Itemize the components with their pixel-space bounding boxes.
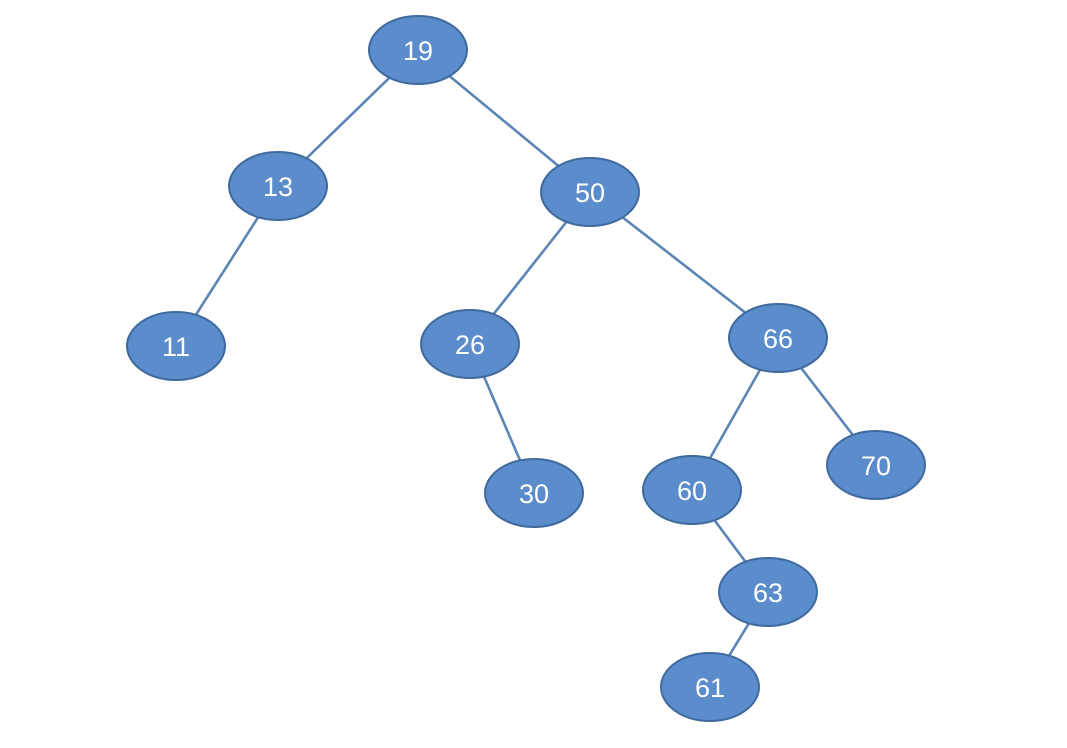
node-label: 63 xyxy=(753,578,783,608)
node-ellipse xyxy=(660,652,760,722)
tree-node-13: 13 xyxy=(228,151,328,221)
node-label: 30 xyxy=(519,479,549,509)
tree-node-50: 50 xyxy=(540,157,640,227)
node-ellipse xyxy=(126,311,226,381)
tree-nodes: 19 13 50 11 26 66 30 60 70 63 61 xyxy=(126,15,926,722)
tree-node-63: 63 xyxy=(718,557,818,627)
tree-node-26: 26 xyxy=(420,309,520,379)
tree-node-30: 30 xyxy=(484,458,584,528)
node-ellipse xyxy=(484,458,584,528)
node-label: 60 xyxy=(677,476,707,506)
node-label: 70 xyxy=(861,451,891,481)
node-label: 11 xyxy=(162,332,190,362)
tree-node-66: 66 xyxy=(728,303,828,373)
node-ellipse xyxy=(420,309,520,379)
tree-node-70: 70 xyxy=(826,430,926,500)
node-label: 61 xyxy=(695,673,725,703)
tree-node-11: 11 xyxy=(126,311,226,381)
tree-node-19: 19 xyxy=(368,15,468,85)
node-label: 19 xyxy=(403,36,433,66)
tree-node-60: 60 xyxy=(642,455,742,525)
node-ellipse xyxy=(826,430,926,500)
node-ellipse xyxy=(228,151,328,221)
node-ellipse xyxy=(718,557,818,627)
node-label: 26 xyxy=(455,330,485,360)
tree-node-61: 61 xyxy=(660,652,760,722)
node-ellipse xyxy=(728,303,828,373)
node-ellipse xyxy=(540,157,640,227)
node-label: 66 xyxy=(763,324,793,354)
node-ellipse xyxy=(368,15,468,85)
node-ellipse xyxy=(642,455,742,525)
node-label: 50 xyxy=(575,178,605,208)
node-label: 13 xyxy=(263,172,293,202)
